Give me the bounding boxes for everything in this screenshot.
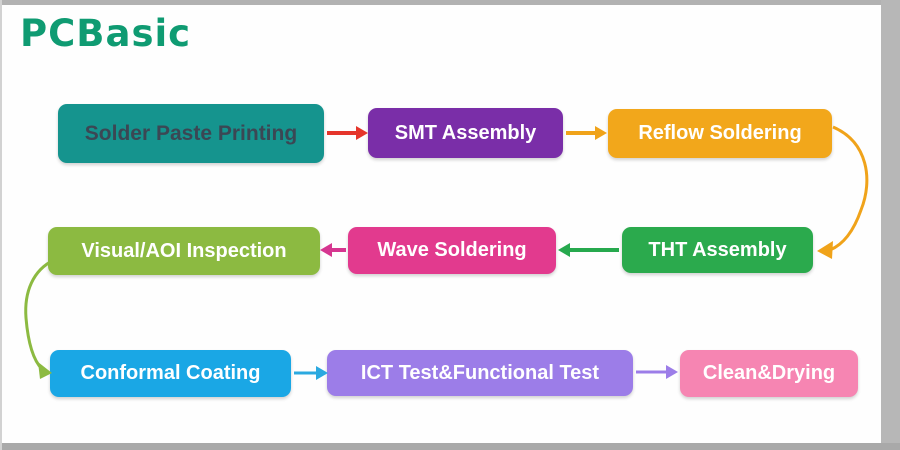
- node-conformal-coating: Conformal Coating: [50, 350, 291, 397]
- node-solder-paste-printing: Solder Paste Printing: [58, 104, 324, 163]
- edge-ict-to-clean: [636, 365, 678, 379]
- arrowhead-right-icon: [356, 126, 368, 140]
- node-reflow-soldering: Reflow Soldering: [608, 109, 832, 158]
- frame-border-left: [0, 0, 2, 450]
- frame-border-bottom: [0, 443, 900, 450]
- arrowhead-left-icon: [320, 243, 332, 257]
- edge-smt-to-reflow: [566, 126, 607, 140]
- edge-conformal-to-ict: [294, 366, 328, 380]
- arrowhead-right-icon: [595, 126, 607, 140]
- edge-tht-to-wave: [558, 243, 619, 257]
- arrowhead-right-icon: [666, 365, 678, 379]
- node-tht-assembly: THT Assembly: [622, 227, 813, 273]
- edge-solder-to-smt: [327, 126, 368, 140]
- node-smt-assembly: SMT Assembly: [368, 108, 563, 158]
- node-clean-drying: Clean&Drying: [680, 350, 858, 397]
- node-wave-soldering: Wave Soldering: [348, 227, 556, 274]
- node-ict-functional-test: ICT Test&Functional Test: [327, 350, 633, 396]
- pcbasic-logo: PCBasic: [20, 12, 192, 55]
- frame-border-right: [881, 0, 900, 450]
- node-visual-aoi-inspection: Visual/AOI Inspection: [48, 227, 320, 275]
- arrowhead-left-icon: [817, 241, 833, 259]
- frame-border-top: [0, 0, 900, 5]
- arrowhead-left-icon: [558, 243, 570, 257]
- edge-wave-to-visual: [320, 243, 346, 257]
